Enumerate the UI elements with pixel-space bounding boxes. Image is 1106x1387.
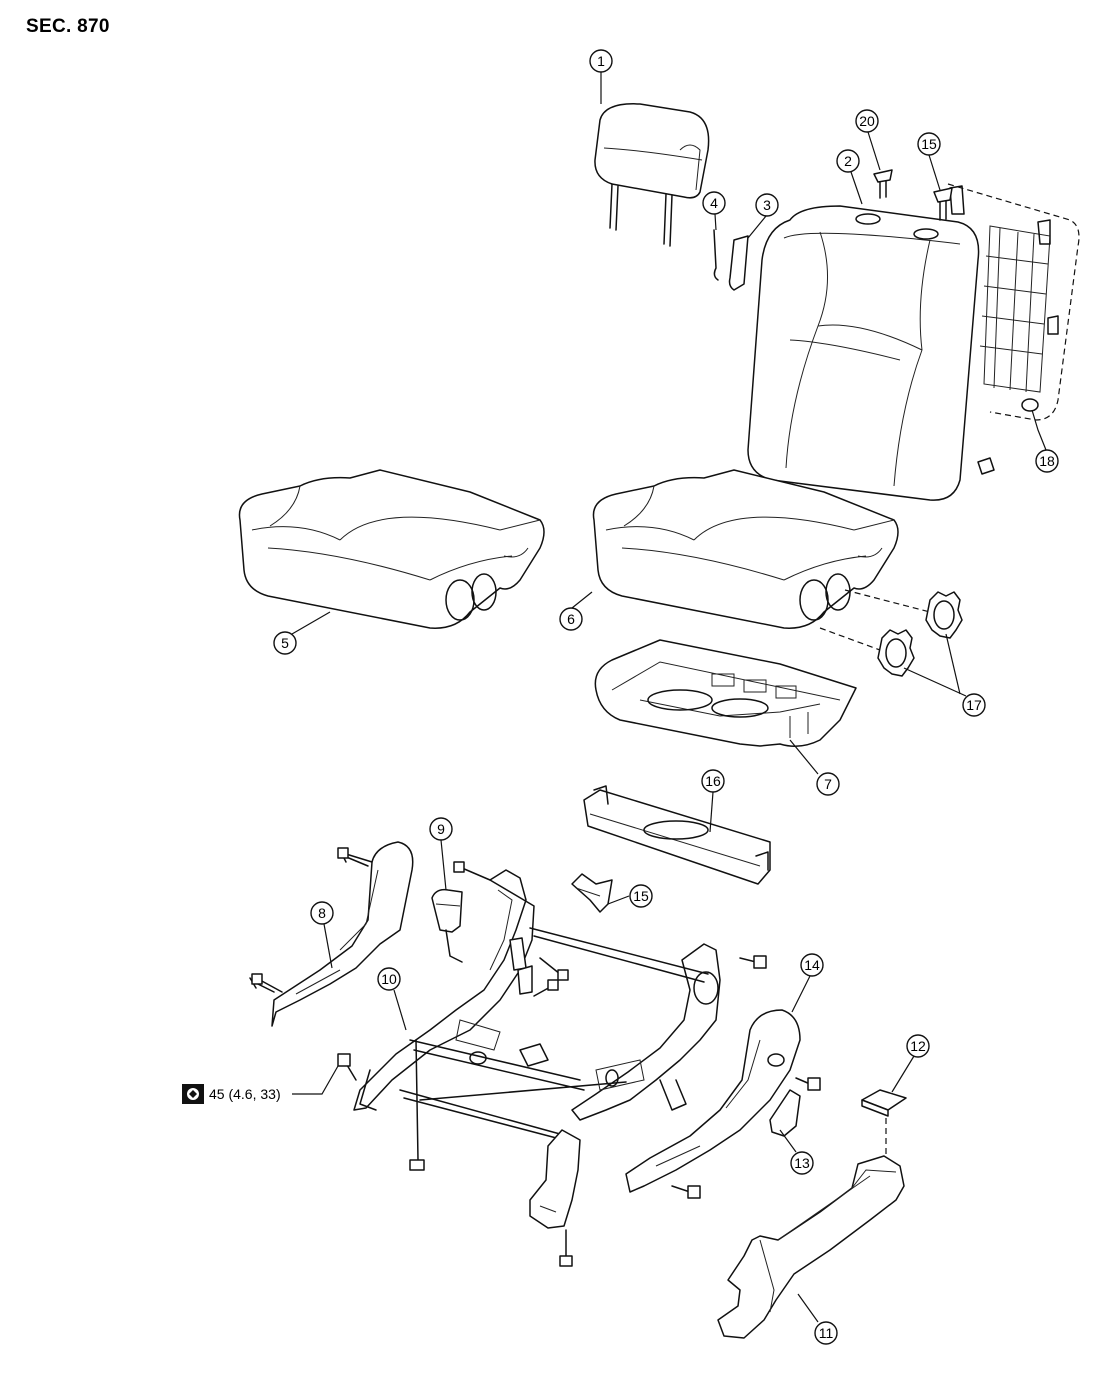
- callout-17: 17: [962, 693, 986, 717]
- callout-10: 10: [377, 967, 401, 991]
- svg-text:5: 5: [281, 635, 289, 651]
- callout-9: 9: [429, 817, 453, 841]
- svg-text:4: 4: [710, 195, 718, 211]
- headrest-guide-lock: [933, 187, 953, 221]
- seat-cushion: [592, 469, 899, 629]
- callout-1: 1: [589, 49, 613, 73]
- recline-knob-inner: [877, 629, 915, 677]
- callout-18: 18: [1035, 449, 1059, 473]
- callout-13: 13: [790, 1151, 814, 1175]
- svg-text:1: 1: [597, 53, 605, 69]
- svg-text:20: 20: [859, 113, 875, 129]
- front-bar: [583, 785, 771, 885]
- bolt-7: [409, 1039, 425, 1171]
- svg-text:11: 11: [819, 1325, 834, 1341]
- svg-text:9: 9: [437, 821, 445, 837]
- headrest-clip: [713, 229, 719, 281]
- headrest: [594, 103, 710, 247]
- svg-text:2: 2: [844, 153, 852, 169]
- seatback-frame: [947, 183, 1080, 421]
- lever-cap: [769, 1089, 801, 1137]
- svg-text:15: 15: [921, 136, 937, 152]
- callout-12: 12: [906, 1034, 930, 1058]
- inner-cover: [249, 841, 414, 1027]
- svg-text:10: 10: [381, 971, 397, 987]
- seat-frame: [353, 869, 721, 1229]
- callout-15: 15: [629, 884, 653, 908]
- callout-8: 8: [310, 901, 334, 925]
- callout-7: 7: [816, 772, 840, 796]
- callout-3: 3: [755, 193, 779, 217]
- svg-text:15: 15: [633, 888, 649, 904]
- clip: [977, 457, 995, 475]
- callout-14: 14: [800, 953, 824, 977]
- callout-20: 20: [855, 109, 879, 133]
- svg-text:6: 6: [567, 611, 575, 627]
- torque-value: 45 (4.6, 33): [209, 1086, 281, 1102]
- bolt-6: [739, 955, 767, 969]
- bolt-8: [559, 1229, 573, 1267]
- svg-text:17: 17: [966, 697, 982, 713]
- callout-19: 15: [917, 132, 941, 156]
- bolt-5: [533, 979, 559, 997]
- leader-lines: [291, 72, 1047, 1323]
- svg-text:3: 3: [763, 197, 771, 213]
- bolt-11: [337, 1053, 357, 1081]
- bolt-9: [671, 1185, 701, 1199]
- callout-11: 11: [814, 1321, 838, 1345]
- cushion-frame: [594, 639, 857, 747]
- headrest-guide-free: [873, 169, 893, 199]
- svg-text:7: 7: [824, 776, 832, 792]
- bolt-2: [251, 973, 283, 993]
- bolt-4: [539, 957, 569, 981]
- pad: [861, 1089, 907, 1156]
- bracket: [571, 873, 613, 913]
- torque-spec: 45 (4.6, 33): [182, 1084, 281, 1104]
- seatback: [747, 205, 980, 501]
- callout-2: 2: [836, 149, 860, 173]
- recline-knob-outer: [925, 591, 963, 639]
- svg-text:16: 16: [705, 773, 721, 789]
- seatbelt-buckle: [431, 888, 463, 963]
- bolt-1: [337, 847, 373, 863]
- callout-6: 6: [559, 607, 583, 631]
- callout-16: 16: [701, 769, 725, 793]
- svg-text:13: 13: [794, 1155, 810, 1171]
- bolt-10: [795, 1077, 821, 1091]
- seat-cushion-alt: [238, 469, 545, 629]
- side-trim: [717, 1155, 905, 1339]
- svg-text:14: 14: [804, 957, 820, 973]
- callout-5: 5: [273, 631, 297, 655]
- svg-text:8: 8: [318, 905, 326, 921]
- svg-text:18: 18: [1039, 453, 1055, 469]
- bolt-3: [453, 861, 491, 881]
- section-title: SEC. 870: [26, 16, 110, 37]
- svg-text:12: 12: [910, 1038, 926, 1054]
- callout-4: 4: [702, 191, 726, 215]
- headrest-guide-trim: [728, 235, 749, 291]
- torque-wrench-icon: [182, 1084, 204, 1104]
- outer-finisher: [625, 1009, 801, 1193]
